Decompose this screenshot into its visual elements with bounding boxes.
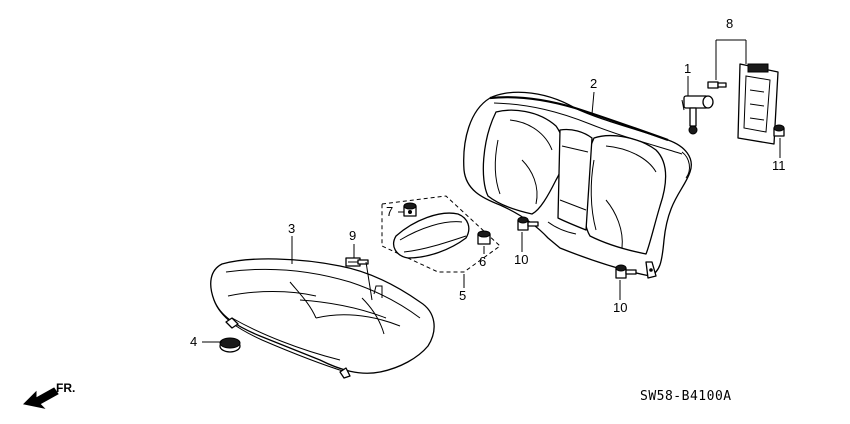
callout-4: 4 xyxy=(190,334,197,349)
callout-labels: 1 8 2 3 4 5 6 7 9 10 10 11 xyxy=(190,16,786,349)
screw-8 xyxy=(707,81,727,89)
leader-lines xyxy=(202,39,781,343)
callout-1: 1 xyxy=(684,61,691,76)
rear-seat-back xyxy=(463,91,692,279)
bushing-7 xyxy=(403,202,417,217)
latch-housing-8 xyxy=(737,63,779,145)
callout-9: 9 xyxy=(349,228,356,243)
callout-2: 2 xyxy=(590,76,597,91)
screw-11 xyxy=(773,124,785,137)
bolt-9 xyxy=(345,257,369,267)
bushing-6 xyxy=(477,230,491,245)
callout-5: 5 xyxy=(459,288,466,303)
front-label: FR. xyxy=(56,381,75,395)
callout-10-upper: 10 xyxy=(514,252,528,267)
bolt-10-lower xyxy=(615,264,637,279)
armrest-assembly-5 xyxy=(381,195,501,273)
callout-11: 11 xyxy=(772,158,786,173)
callout-10-lower: 10 xyxy=(613,300,627,315)
rear-seat-cushion xyxy=(210,258,435,379)
grommet-4 xyxy=(219,337,241,353)
front-arrow-icon xyxy=(22,387,59,409)
bolt-10-upper xyxy=(517,216,539,231)
lock-cylinder-1 xyxy=(681,95,714,135)
callout-8: 8 xyxy=(726,16,733,31)
callout-3: 3 xyxy=(288,221,295,236)
callout-6: 6 xyxy=(479,254,486,269)
diagram-code: SW58-B4100A xyxy=(640,389,732,404)
callout-7: 7 xyxy=(386,204,393,219)
front-direction-indicator: FR. xyxy=(22,381,75,409)
